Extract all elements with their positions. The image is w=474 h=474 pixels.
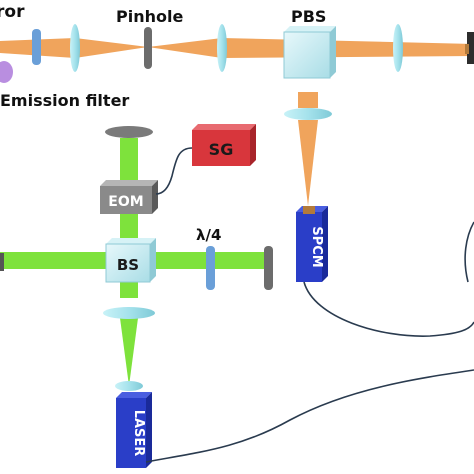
spcm-label: SPCM — [309, 226, 324, 267]
mirror-right-green — [264, 246, 273, 290]
orange-beam-segment-pinhole-out — [148, 38, 222, 58]
laser-label: LASER — [131, 410, 146, 457]
emission-filter-label: Emission filter — [0, 91, 129, 110]
lens-5 — [103, 307, 155, 319]
spcm-detector — [296, 206, 328, 282]
mirror-right — [467, 32, 474, 64]
laser-box — [116, 392, 152, 468]
lens-2 — [217, 24, 227, 72]
mirror-right-accent — [465, 44, 469, 54]
green-beam-laser-cone — [120, 318, 138, 386]
mirror-top-eom — [105, 126, 153, 138]
pbs-cube — [283, 26, 336, 79]
lens-4 — [284, 108, 332, 120]
orange-beam-segment-right — [222, 38, 474, 58]
cables — [145, 147, 474, 463]
green-beam-eom-in — [121, 214, 137, 236]
lens-1 — [70, 24, 80, 72]
cable-spcm — [303, 281, 474, 337]
cable-sg-eom — [155, 147, 193, 195]
pinhole-label: Pinhole — [116, 7, 183, 26]
mirror-left-green — [0, 253, 4, 271]
bs-label: BS — [117, 256, 139, 274]
pbs-label: PBS — [291, 7, 326, 26]
orange-beam-segment-pinhole — [75, 38, 148, 58]
cable-right — [464, 221, 474, 283]
eom-label: EOM — [108, 194, 143, 210]
mirror-label: ror — [0, 2, 25, 22]
lens-6 — [115, 381, 143, 391]
eom-box — [100, 180, 158, 214]
orange-beam-down-cone — [298, 120, 318, 206]
purple-mirror — [0, 61, 13, 83]
orange-beam — [0, 38, 474, 206]
orange-beam-down — [298, 92, 318, 108]
pinhole — [144, 27, 152, 69]
quarter-wave-label: λ/4 — [196, 226, 221, 244]
cable-laser — [145, 369, 474, 463]
emission-filter — [32, 29, 41, 65]
lens-3 — [393, 24, 403, 72]
bs-cube — [105, 238, 156, 283]
sg-box — [192, 124, 256, 166]
sg-label: SG — [209, 140, 234, 159]
quarter-wave-plate — [206, 246, 215, 290]
